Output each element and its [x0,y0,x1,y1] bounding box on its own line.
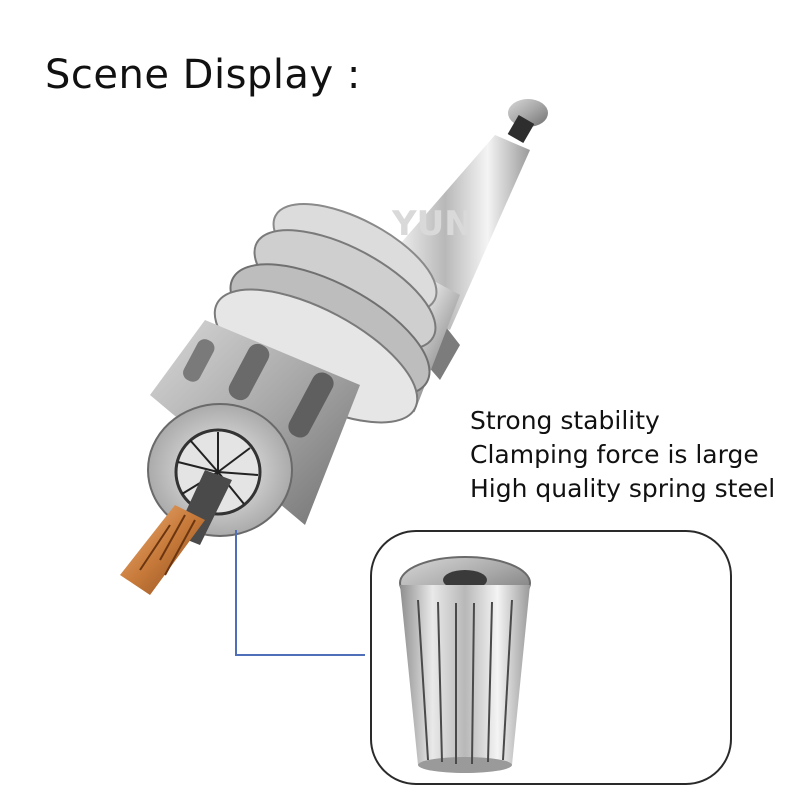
feature-item: Strong stability [470,406,660,435]
collet-illustration [399,556,531,773]
watermark-text: YUN [391,204,473,244]
feature-item: High quality spring steel [470,474,776,503]
page-title: Scene Display : [45,52,361,98]
holder-body [213,203,460,424]
retention-knob [507,99,548,144]
end-mill-cutter [120,470,232,595]
collet-inset-frame [370,530,732,785]
clamping-nut [147,320,360,537]
feature-item: Clamping force is large [470,440,759,469]
feature-list: Strong stability Clamping force is large… [470,404,775,506]
leader-line [235,530,365,656]
